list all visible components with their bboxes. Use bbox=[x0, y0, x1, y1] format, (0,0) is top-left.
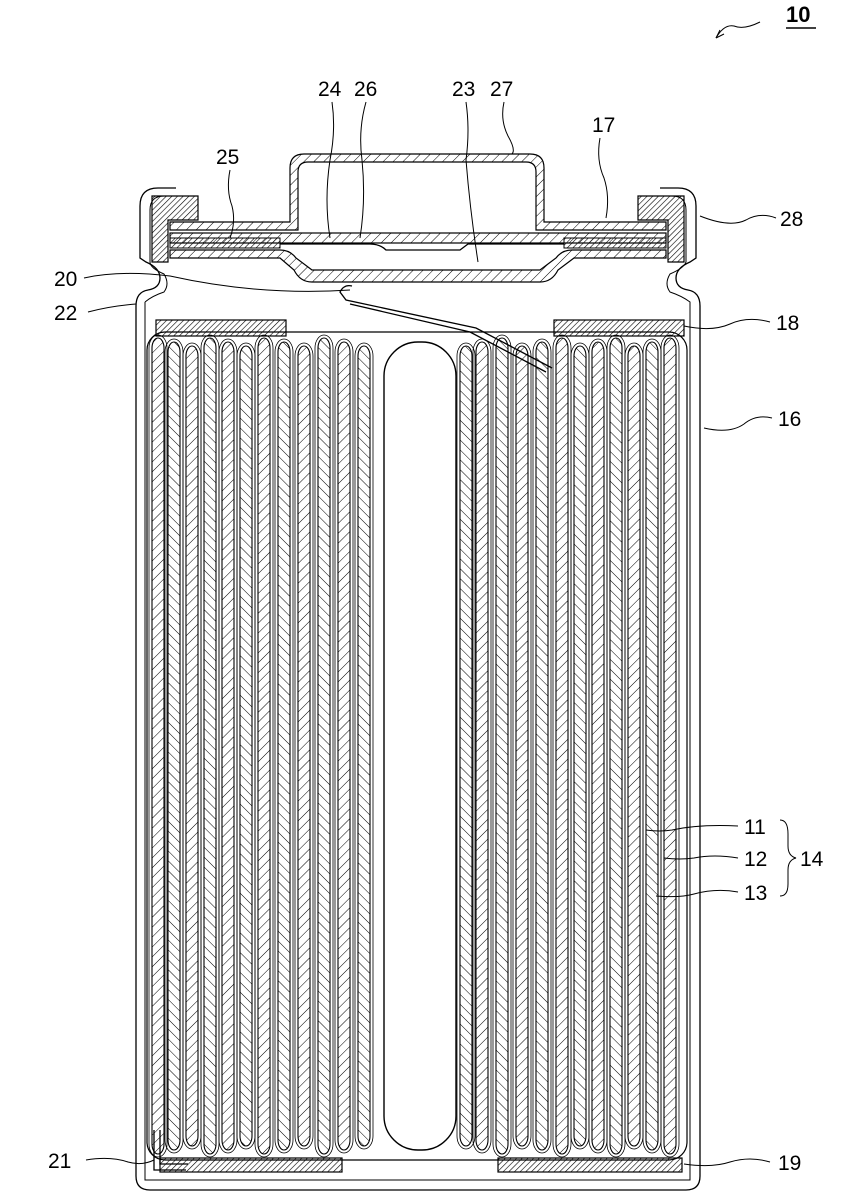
left-electrode-strip-1 bbox=[152, 338, 164, 1154]
label-12: 12 bbox=[744, 848, 767, 871]
insulating-plate-right bbox=[564, 238, 666, 248]
label-18: 18 bbox=[776, 312, 799, 335]
upper-insulating-plate-right bbox=[554, 320, 684, 336]
label-22: 22 bbox=[54, 302, 77, 325]
right-electrode-strip-6 bbox=[574, 346, 586, 1146]
right-electrode-strip-1 bbox=[664, 338, 676, 1154]
left-electrode-strip-6 bbox=[240, 346, 252, 1146]
label-25: 25 bbox=[216, 146, 239, 169]
label-21: 21 bbox=[48, 1150, 71, 1173]
insulating-plate-left bbox=[170, 238, 280, 248]
right-electrode-strip-7 bbox=[556, 338, 568, 1154]
right-electrode-strip-9 bbox=[516, 346, 528, 1146]
right-electrode-strip-8 bbox=[536, 342, 548, 1150]
winding-core bbox=[384, 342, 456, 1150]
left-electrode-strip-3 bbox=[186, 346, 198, 1146]
leader-22 bbox=[88, 304, 136, 312]
label-13: 13 bbox=[744, 882, 767, 905]
right-electrode-strip-5 bbox=[592, 342, 604, 1150]
label-28: 28 bbox=[780, 208, 803, 231]
right-electrode-strip-2 bbox=[646, 342, 658, 1150]
leader-21 bbox=[86, 1158, 154, 1163]
leader-16 bbox=[704, 417, 772, 430]
label-24: 24 bbox=[318, 78, 342, 101]
left-electrode-strip-12 bbox=[358, 346, 370, 1146]
label-16: 16 bbox=[778, 408, 801, 431]
left-electrode-strip-9 bbox=[298, 346, 310, 1146]
lower-vent-plate bbox=[170, 250, 666, 282]
leader-17 bbox=[599, 138, 608, 218]
right-electrode-strip-11 bbox=[476, 342, 488, 1150]
leader-19 bbox=[684, 1159, 770, 1166]
label-20: 20 bbox=[54, 268, 77, 291]
leader-11 bbox=[646, 826, 738, 832]
label-19: 19 bbox=[778, 1152, 801, 1175]
label-11: 11 bbox=[744, 816, 766, 839]
upper-insulating-plate-left bbox=[156, 320, 286, 336]
right-electrode-strip-10 bbox=[496, 338, 508, 1154]
cap bbox=[170, 154, 666, 230]
leader-18 bbox=[684, 319, 770, 328]
label-14: 14 bbox=[800, 848, 824, 871]
brace-14 bbox=[780, 820, 796, 896]
left-electrode-strip-8 bbox=[278, 342, 290, 1150]
label-23: 23 bbox=[452, 78, 475, 101]
label-27: 27 bbox=[490, 78, 513, 101]
leader-24 bbox=[327, 102, 334, 238]
sealing-assembly bbox=[170, 154, 666, 282]
left-electrode-strip-2 bbox=[168, 342, 180, 1150]
left-electrode-strip-7 bbox=[258, 338, 270, 1154]
label-26: 26 bbox=[354, 78, 377, 101]
leader-26 bbox=[360, 102, 366, 238]
leader-10 bbox=[716, 22, 760, 38]
left-electrode-strip-10 bbox=[318, 338, 330, 1154]
left-electrode-strip-5 bbox=[222, 342, 234, 1150]
label-10: 10 bbox=[786, 2, 810, 27]
leader-27 bbox=[503, 102, 514, 154]
right-electrode-strip-3 bbox=[628, 346, 640, 1146]
label-17: 17 bbox=[592, 114, 615, 137]
left-electrode-strip-4 bbox=[204, 338, 216, 1154]
left-electrode-strip-11 bbox=[338, 342, 350, 1150]
right-electrode-strip-12 bbox=[460, 346, 472, 1146]
right-electrode-strip-4 bbox=[610, 338, 622, 1154]
leader-28 bbox=[700, 215, 776, 223]
